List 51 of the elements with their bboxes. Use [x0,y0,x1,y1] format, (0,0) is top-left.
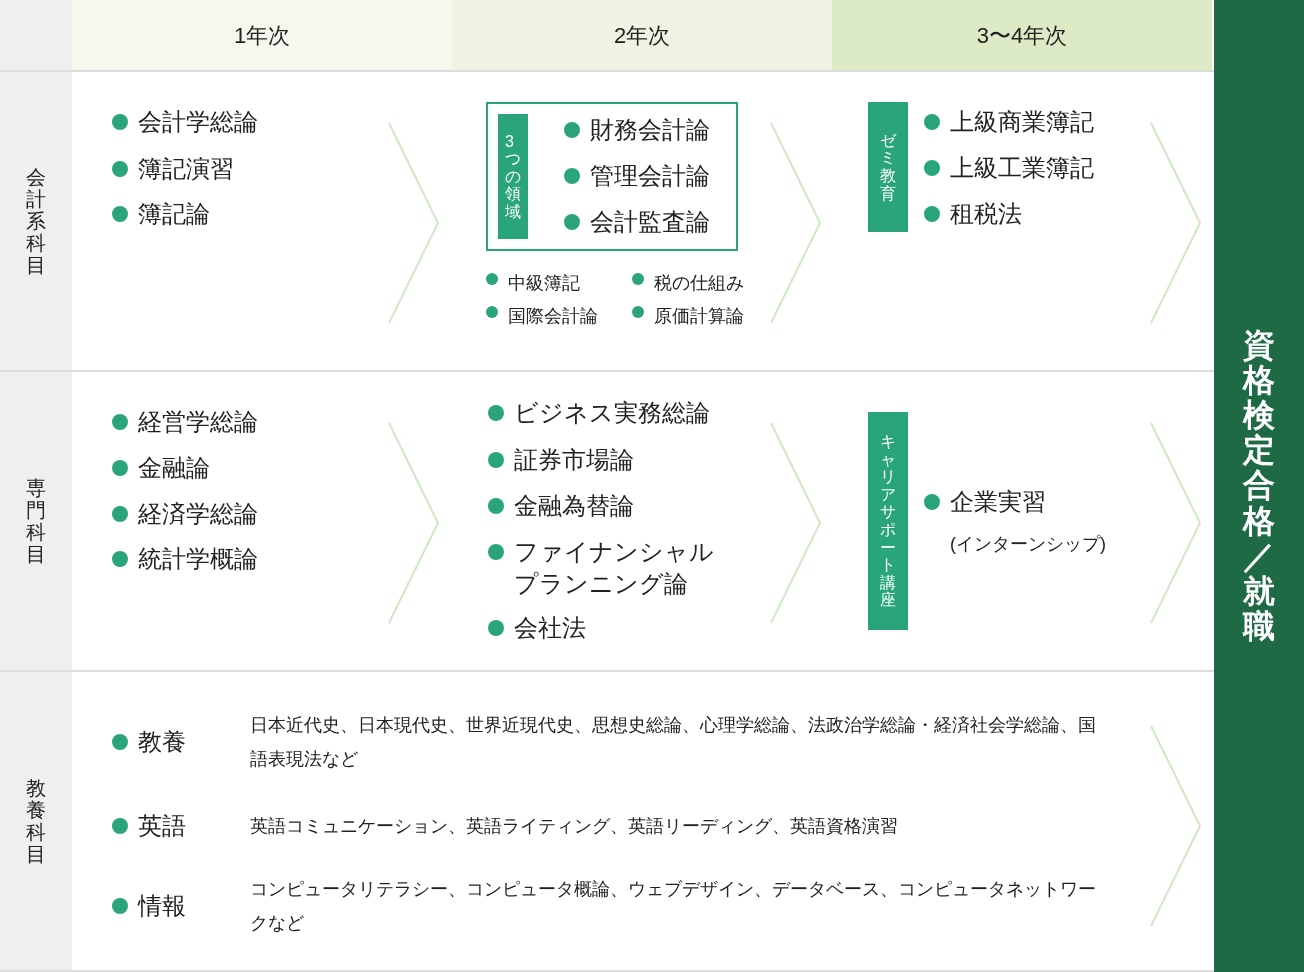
course-name: 会計学総論 [137,107,258,137]
course-name: ファイナンシャルプランニング論 [513,537,715,599]
course-name: 簿記演習 [137,154,234,184]
course-name: 中級簿記 [507,272,580,295]
course-name: 原価計算論 [653,305,744,328]
course-name: 国際会計論 [507,305,598,328]
course-name: 統計学概論 [137,544,258,574]
course-description: 英語コミュニケーション、英語ライティング、英語リーディング、英語資格演習 [250,815,899,838]
course-name: 租税法 [949,199,1022,229]
year-header [452,0,832,70]
course-name: 税の仕組み [653,272,744,295]
category-header [0,72,72,370]
course-name: 簿記論 [137,199,210,229]
course-tag [498,114,528,239]
course-name: 英語 [137,811,186,841]
course-name: 証券市場論 [513,445,634,475]
year-header [832,0,1212,70]
category-label: 教養科目 [26,777,46,865]
course-name: 会社法 [513,613,586,643]
goal-label: 資格検定合格／就職 [1243,327,1275,645]
category-label: 会計系科目 [26,166,46,276]
course-name: 上級工業簿記 [949,153,1094,183]
course-name: 会計監査論 [590,208,710,236]
course-name: 金融論 [137,453,210,483]
tag-label: ゼミ教育 [880,131,896,203]
course-name: 金融為替論 [513,491,634,521]
tag-label: キャリアサポート講座 [880,433,896,609]
year-label: 3〜4年次 [976,21,1068,50]
course-name: 経済学総論 [137,499,258,529]
course-name: 財務会計論 [590,116,710,144]
category-label: 専門科目 [26,477,46,565]
course-name: 経営学総論 [137,407,258,437]
course-description: 日本近代史、日本現代史、世界近現代史、思想史総論、心理学総論、法政治学総論・経済社会学総論、国語表現法など [250,714,1097,771]
course-name: 企業実習 [949,487,1046,517]
course-name: 情報 [137,891,186,921]
year-label: 1年次 [233,21,291,50]
course-name: 上級商業簿記 [949,107,1094,137]
course-tag [868,102,908,232]
goal-band [1214,0,1304,972]
course-description: (インターンシップ) [950,533,1106,556]
course-description: コンピュータリテラシー、コンピュータ概論、ウェブデザイン、データベース、コンピュータネットワークなど [250,878,1097,935]
course-name: 管理会計論 [590,162,710,190]
year-header [72,0,452,70]
course-group-box [486,102,738,251]
year-label: 2年次 [613,21,671,50]
tag-label: 3つの領域 [505,132,521,221]
course-name: ビジネス実務総論 [513,398,710,428]
course-tag [868,412,908,630]
category-header [0,672,72,970]
category-header [0,372,72,670]
course-name: 教養 [137,727,186,757]
